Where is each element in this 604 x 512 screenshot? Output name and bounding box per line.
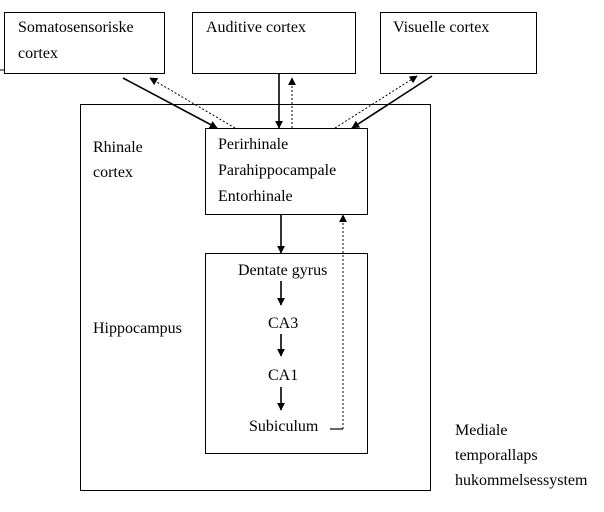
ca3-label: CA3	[268, 315, 299, 332]
parahippocampal-region-box	[205, 128, 368, 215]
somatosensory-cortex-box	[4, 12, 165, 74]
somatosensory-label-line2: cortex	[18, 45, 58, 62]
mtl-label-line1: Mediale	[455, 422, 508, 439]
arrow-parahippocampal-to-somatosensory	[149, 77, 236, 129]
visual-cortex-box	[380, 12, 537, 74]
ca1-label: CA1	[268, 367, 299, 384]
hippocampus-label: Hippocampus	[93, 320, 182, 337]
visual-label: Visuelle cortex	[393, 19, 490, 36]
auditory-label: Auditive cortex	[206, 19, 306, 36]
auditory-cortex-box	[192, 12, 356, 74]
subiculum-label: Subiculum	[249, 418, 319, 435]
mtl-label-line2: temporallaps	[455, 447, 538, 464]
parahippocampal-label: Parahippocampale	[218, 162, 337, 179]
perirhinal-label: Perirhinale	[218, 136, 289, 153]
rhinal-cortex-label-line2: cortex	[93, 164, 133, 181]
mtl-label-line3: hukommelsessystem	[455, 472, 588, 489]
hippocampus-box	[205, 253, 368, 454]
arrow-visual-to-parahippocampal	[351, 75, 433, 129]
entorhinal-label: Entorhinale	[218, 188, 293, 205]
rhinal-cortex-label-line1: Rhinale	[93, 139, 143, 156]
somatosensory-label-line1: Somatosensoriske	[18, 19, 134, 36]
dentate-gyrus-label: Dentate gyrus	[238, 262, 328, 279]
arrow-parahippocampal-to-visual	[334, 75, 418, 129]
arrow-somatosensory-to-parahippocampal	[122, 77, 218, 129]
